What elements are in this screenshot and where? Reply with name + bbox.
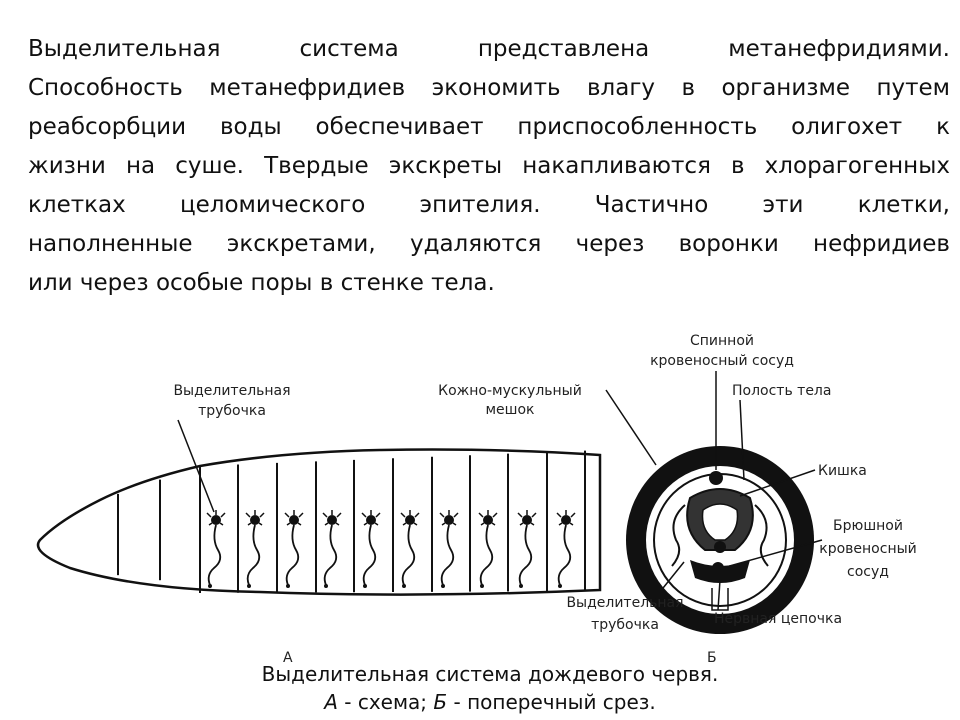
- nephridium: [478, 510, 498, 588]
- skin-muscle-sac-callout: Кожно-мускульный мешок: [438, 383, 657, 466]
- paragraph-line: Способность метанефридиев экономить влаг…: [28, 75, 950, 101]
- caption-a-text: - схема;: [337, 690, 434, 714]
- cross-section: [626, 446, 814, 634]
- svg-text:кровеносный: кровеносный: [819, 541, 917, 557]
- description-paragraph: Выделительная система представлена метан…: [28, 30, 950, 303]
- svg-text:Выделительная: Выделительная: [173, 383, 290, 399]
- panel-b-label: Б: [707, 650, 717, 666]
- nephridium: [361, 510, 381, 588]
- nephridium: [400, 510, 420, 588]
- svg-text:кровеносный сосуд: кровеносный сосуд: [650, 353, 794, 369]
- worm-segments: [117, 450, 586, 593]
- nephridium: [322, 510, 342, 588]
- figure-caption-legend: А - схема; Б - поперечный срез.: [10, 690, 960, 714]
- body-cavity-callout: Полость тела: [732, 383, 831, 481]
- paragraph-line: реабсорбции воды обеспечивает приспособл…: [28, 114, 950, 140]
- figure-caption: Выделительная система дождевого червя.: [261, 662, 719, 686]
- svg-text:трубочка: трубочка: [591, 617, 659, 633]
- nephridium: [439, 510, 459, 588]
- caption-b-text: - поперечный срез.: [447, 690, 656, 714]
- excretory-tube-callout-b: Выделительная трубочка: [566, 561, 685, 633]
- paragraph-line: наполненные экскретами, удаляются через …: [28, 231, 950, 257]
- earthworm-excretory-diagram: Выделительная трубочка А Спинной кровено…: [36, 333, 917, 666]
- dorsal-vessel-dot: [709, 471, 723, 485]
- dorsal-vessel-callout: Спинной кровеносный сосуд: [650, 333, 794, 470]
- nephridium: [284, 510, 304, 588]
- nephridium: [206, 510, 226, 588]
- svg-text:Нервная цепочка: Нервная цепочка: [714, 611, 842, 627]
- svg-text:Спинной: Спинной: [690, 333, 754, 349]
- paragraph-line: клетках целомического эпителия. Частично…: [28, 192, 950, 218]
- caption-a: А: [324, 690, 338, 714]
- svg-text:трубочка: трубочка: [198, 403, 266, 419]
- caption-b: Б: [433, 690, 448, 714]
- nephridia-row: [206, 510, 576, 588]
- svg-text:Полость тела: Полость тела: [732, 383, 831, 399]
- nephridium: [245, 510, 265, 588]
- intestine-callout: Кишка: [739, 463, 867, 497]
- svg-text:мешок: мешок: [485, 402, 534, 418]
- nephridium: [517, 510, 537, 588]
- nerve-chain-callout: Нервная цепочка: [714, 579, 842, 627]
- worm-body: [36, 448, 602, 596]
- svg-text:Брюшной: Брюшной: [833, 518, 903, 534]
- svg-text:Выделительная: Выделительная: [566, 595, 683, 611]
- paragraph-line: жизни на суше. Твердые экскреты накаплив…: [28, 153, 950, 179]
- ventral-vessel-callout: Брюшной кровеносный сосуд: [725, 518, 917, 580]
- panel-a-label: А: [283, 650, 293, 666]
- paragraph-line: Выделительная система представлена метан…: [28, 36, 950, 62]
- excretory-tube-callout-a: Выделительная трубочка: [173, 383, 291, 513]
- svg-text:сосуд: сосуд: [847, 564, 889, 580]
- svg-text:Кожно-мускульный: Кожно-мускульный: [438, 383, 582, 399]
- svg-text:Кишка: Кишка: [818, 463, 867, 479]
- paragraph-line: или через особые поры в стенке тела.: [28, 270, 495, 296]
- nephridium: [556, 510, 576, 588]
